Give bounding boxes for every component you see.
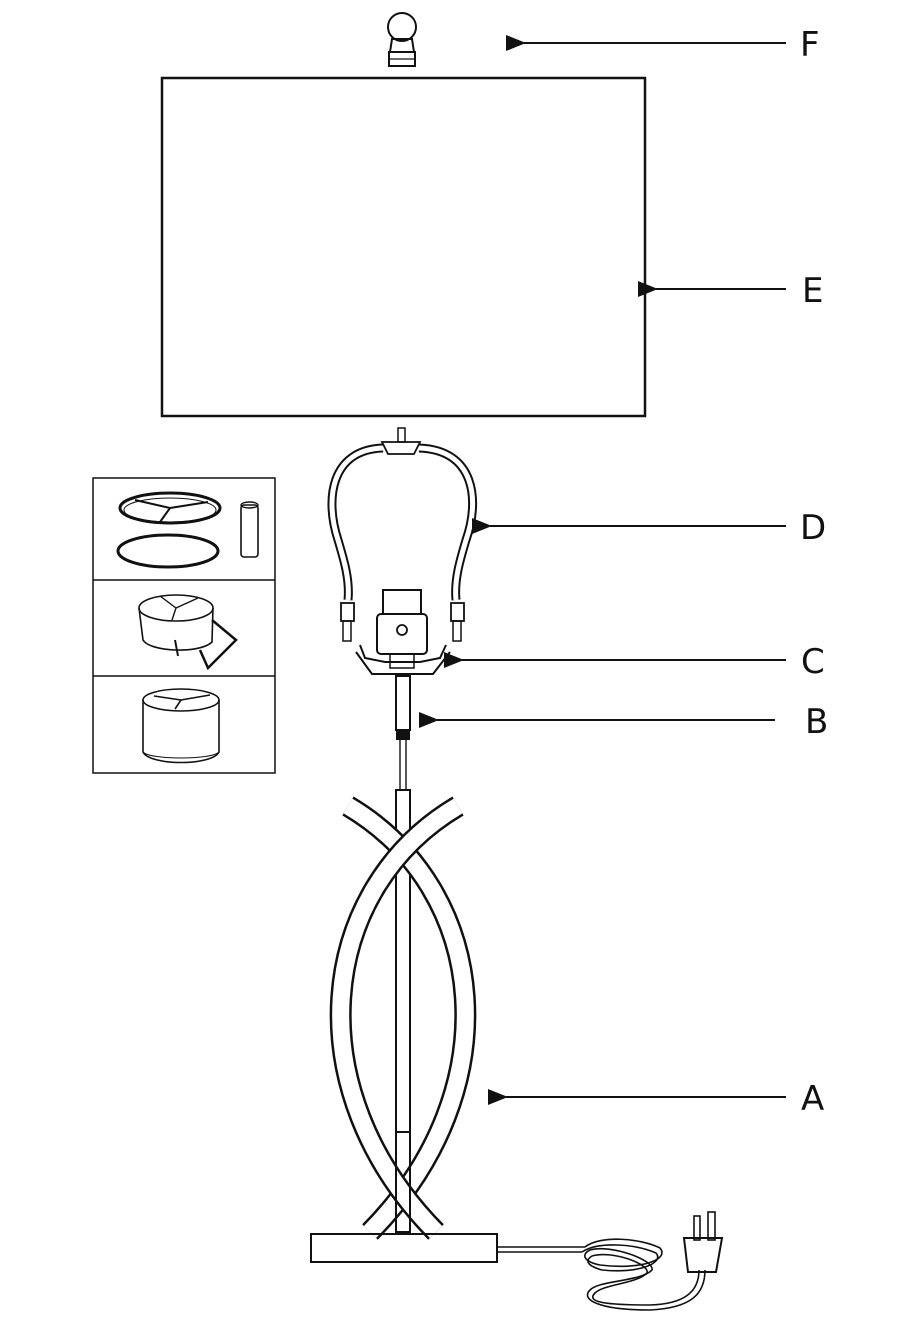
rolled-shade-material <box>138 594 238 671</box>
inset-panel <box>92 477 276 774</box>
label-c: C <box>801 642 825 682</box>
finial-part <box>387 12 417 67</box>
lamp-shade <box>160 76 647 418</box>
label-b: B <box>805 702 828 742</box>
part-labels: F E D C B A <box>800 25 828 1119</box>
harp-part <box>327 427 478 642</box>
label-d: D <box>800 508 826 548</box>
rod-connector-part <box>395 675 411 790</box>
lamp-base-part <box>310 789 498 1263</box>
label-a: A <box>801 1079 824 1119</box>
assembled-shade-drum <box>142 688 220 764</box>
power-cord <box>497 1211 724 1311</box>
label-e: E <box>802 271 823 311</box>
label-f: F <box>800 25 820 65</box>
shade-rings-and-tube <box>116 491 259 569</box>
leader-lines <box>419 35 786 1105</box>
socket-part <box>355 589 451 675</box>
